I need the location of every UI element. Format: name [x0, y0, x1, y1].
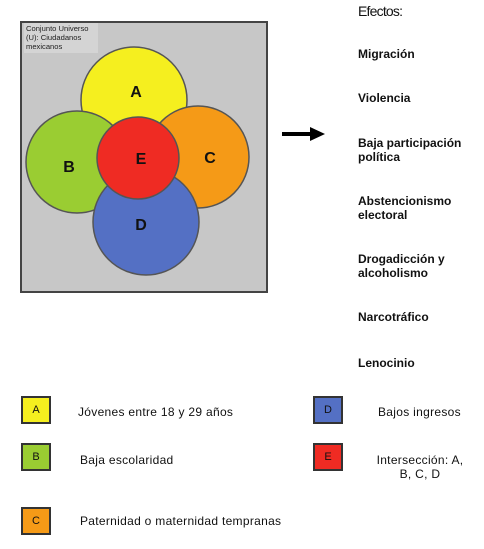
- legend-swatch-c: C: [21, 507, 51, 535]
- legend-swatch-a: A: [21, 396, 51, 424]
- legend-swatch-b-letter: B: [32, 451, 40, 463]
- legend-text-d: Bajos ingresos: [378, 405, 461, 419]
- effect-item-drogadiccion: Drogadicción y alcoholismo: [358, 252, 445, 280]
- legend-swatch-e-letter: E: [324, 451, 332, 463]
- legend-text-a: Jóvenes entre 18 y 29 años: [78, 405, 234, 419]
- effect-item-abstencionismo: Abstencionismo electoral: [358, 194, 452, 222]
- universe-label: Conjunto Universo (U): Ciudadanos mexica…: [24, 23, 98, 53]
- legend-swatch-c-letter: C: [32, 515, 40, 527]
- effect-item-violencia: Violencia: [358, 91, 411, 105]
- legend-swatch-a-letter: A: [32, 404, 40, 416]
- effect-item-lenocinio: Lenocinio: [358, 356, 415, 370]
- set-b-letter: B: [63, 159, 75, 176]
- legend-text-b: Baja escolaridad: [80, 453, 174, 467]
- arrow-right-icon: [282, 127, 325, 141]
- effect-item-narcotrafico: Narcotráfico: [358, 310, 429, 324]
- effects-heading: Efectos:: [358, 3, 403, 19]
- legend-swatch-e: E: [313, 443, 343, 471]
- set-d-letter: D: [135, 217, 147, 234]
- legend-swatch-d: D: [313, 396, 343, 424]
- legend-text-c: Paternidad o maternidad tempranas: [80, 514, 282, 528]
- effect-item-baja-participacion: Baja participación política: [358, 136, 462, 164]
- legend-swatch-d-letter: D: [324, 404, 332, 416]
- set-a-letter: A: [130, 84, 142, 101]
- legend-swatch-b: B: [21, 443, 51, 471]
- set-e-letter: E: [136, 151, 147, 168]
- set-e-circle: [96, 116, 180, 200]
- effect-item-migracion: Migración: [358, 47, 415, 61]
- legend-text-e: Intersección: A, B, C, D: [376, 453, 464, 481]
- set-c-letter: C: [204, 150, 216, 167]
